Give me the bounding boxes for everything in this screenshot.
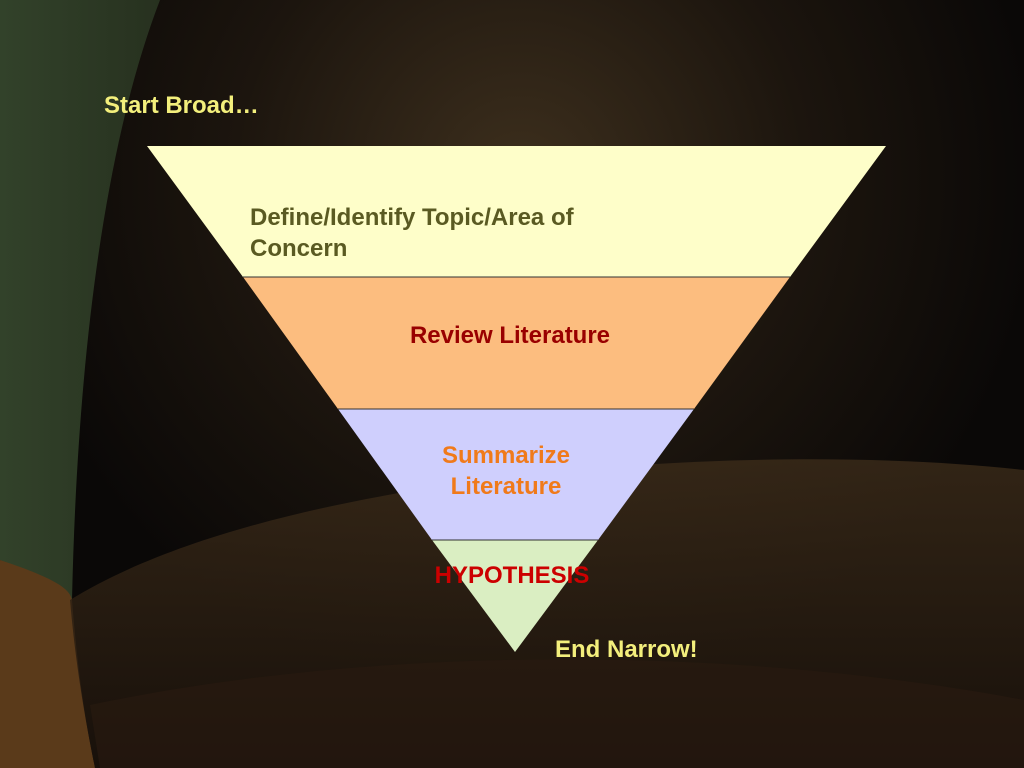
funnel-level-2-label: Review Literature [260,320,760,351]
end-narrow-label: End Narrow! [555,636,698,663]
funnel-level-4 [432,540,598,652]
label-line: Review Literature [409,322,611,349]
funnel-level-1 [147,146,886,277]
label-line: Define/Identify Topic/Area of [250,204,574,231]
label-line: Concern [250,235,348,262]
funnel-level-3 [338,409,694,540]
start-broad-label: Start Broad… [104,92,259,119]
funnel-level-1-label: Define/Identify Topic/Area of Concern [250,202,574,264]
funnel-level-2 [243,277,790,409]
label-line: Literature [450,473,562,500]
funnel-level-3-label: Summarize Literature [406,440,606,502]
label-line: Summarize [441,442,571,469]
funnel-level-4-label: HYPOTHESIS [412,560,612,591]
label-line: HYPOTHESIS [434,562,590,589]
